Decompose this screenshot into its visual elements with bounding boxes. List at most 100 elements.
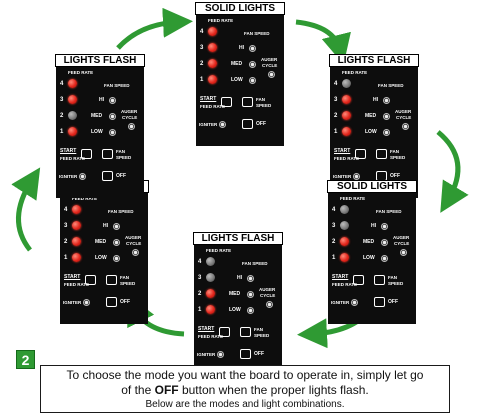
fan-low-label: LOW [365, 129, 377, 135]
start-feed-rate-button[interactable] [221, 97, 232, 107]
feed-level-3-light [72, 221, 81, 230]
fan-low-indicator [247, 307, 254, 314]
speed-button-label: SPEED [120, 281, 136, 286]
feed-level-1-light [68, 127, 77, 136]
fan-hi-label: HI [99, 97, 104, 103]
fan-med-indicator [113, 239, 120, 246]
panel-title: SOLID LIGHTS [327, 180, 417, 193]
feed-rate-label: FEED RATE [206, 248, 232, 253]
feed-level-2-label: 2 [200, 61, 204, 67]
auger-cycle-indicator [402, 123, 409, 130]
fan-speed-label: FAN SPEED [376, 209, 402, 214]
off-button[interactable] [242, 119, 253, 129]
off-button[interactable] [240, 349, 251, 359]
feed-level-2-light [208, 59, 217, 68]
fan-speed-label: FAN SPEED [378, 83, 404, 88]
arrow-midleft-to-left [11, 167, 41, 252]
fan-med-label: MED [365, 113, 377, 119]
start-feed-rate-button[interactable] [81, 149, 92, 159]
fan-speed-label: FAN SPEED [244, 31, 270, 36]
fan-low-indicator [109, 129, 116, 136]
off-button[interactable] [106, 297, 117, 307]
fan-hi-label: HI [371, 223, 376, 229]
feed-rate-label: FEED RATE [72, 196, 98, 201]
arrow-left-to-top [116, 7, 193, 50]
auger-label: AUGER [261, 57, 278, 62]
fan-hi-indicator [247, 275, 254, 282]
panel-body: FEED RATE FAN SPEED 4 3 HI 2 MED AUGER C… [56, 67, 144, 198]
start-feed-rate-label: FEED RATE [64, 282, 90, 287]
panel-body: FEED RATE FAN SPEED 4 3 HI 2 MED AUGER C… [60, 193, 148, 324]
igniter-indicator [219, 121, 226, 128]
fan-button-label: FAN [116, 149, 125, 154]
fan-low-indicator [249, 77, 256, 84]
off-button[interactable] [374, 297, 385, 307]
fan-low-label: LOW [95, 255, 107, 261]
feed-level-1-label: 1 [200, 77, 204, 83]
off-button[interactable] [102, 171, 113, 181]
control-panel: SOLID LIGHTS FEED RATE FAN SPEED 4 3 HI … [195, 2, 285, 146]
feed-level-1-label: 1 [60, 129, 64, 135]
fan-button-label: FAN [388, 275, 397, 280]
start-feed-rate-button[interactable] [219, 327, 230, 337]
feed-level-2-label: 2 [64, 239, 68, 245]
speed-button-label: SPEED [116, 155, 132, 160]
fan-low-indicator [381, 255, 388, 262]
feed-rate-label: FEED RATE [342, 70, 368, 75]
start-feed-rate-button[interactable] [353, 275, 364, 285]
fan-med-indicator [381, 239, 388, 246]
instruction-line-2-end: button when the proper lights flash. [178, 383, 369, 397]
igniter-label: IGNITER [199, 122, 218, 127]
fan-med-label: MED [91, 113, 103, 119]
fan-low-label: LOW [231, 77, 243, 83]
feed-level-3-label: 3 [60, 97, 64, 103]
start-feed-rate-label: FEED RATE [198, 334, 224, 339]
off-label: OFF [116, 173, 126, 179]
fan-hi-label: HI [103, 223, 108, 229]
panel-body: FEED RATE FAN SPEED 4 3 HI 2 MED AUGER C… [330, 67, 418, 198]
feed-level-1-label: 1 [64, 255, 68, 261]
panel-title: SOLID LIGHTS [195, 2, 285, 15]
start-label: START [64, 274, 81, 280]
feed-level-2-light [342, 111, 351, 120]
fan-speed-button[interactable] [374, 275, 385, 285]
feed-level-3-label: 3 [64, 223, 68, 229]
start-feed-rate-button[interactable] [355, 149, 366, 159]
fan-med-indicator [109, 113, 116, 120]
feed-level-4-label: 4 [198, 259, 202, 265]
feed-level-2-light [72, 237, 81, 246]
fan-speed-label: FAN SPEED [242, 261, 268, 266]
igniter-label: IGNITER [63, 300, 82, 305]
auger-label: AUGER [395, 109, 412, 114]
igniter-indicator [79, 173, 86, 180]
fan-med-indicator [249, 61, 256, 68]
fan-speed-button[interactable] [240, 327, 251, 337]
auger-cycle-indicator [132, 249, 139, 256]
off-label: OFF [388, 299, 398, 305]
fan-speed-button[interactable] [242, 97, 253, 107]
igniter-indicator [83, 299, 90, 306]
cycle-label: CYCLE [394, 241, 410, 246]
fan-button-label: FAN [390, 149, 399, 154]
fan-speed-button[interactable] [102, 149, 113, 159]
feed-level-4-label: 4 [200, 29, 204, 35]
start-label: START [60, 148, 77, 154]
start-label: START [332, 274, 349, 280]
start-feed-rate-label: FEED RATE [200, 104, 226, 109]
cycle-label: CYCLE [262, 63, 278, 68]
auger-label: AUGER [393, 235, 410, 240]
feed-level-4-light [72, 205, 81, 214]
fan-low-label: LOW [91, 129, 103, 135]
feed-level-2-label: 2 [332, 239, 336, 245]
off-label: OFF [390, 173, 400, 179]
arrow-right-to-midright [436, 130, 469, 213]
fan-hi-indicator [381, 223, 388, 230]
feed-level-1-label: 1 [334, 129, 338, 135]
start-feed-rate-label: FEED RATE [332, 282, 358, 287]
igniter-indicator [217, 351, 224, 358]
feed-level-3-light [340, 221, 349, 230]
fan-speed-button[interactable] [106, 275, 117, 285]
fan-speed-button[interactable] [376, 149, 387, 159]
control-panel: LIGHTS FLASH FEED RATE FAN SPEED 4 3 HI … [55, 54, 145, 198]
start-feed-rate-button[interactable] [85, 275, 96, 285]
